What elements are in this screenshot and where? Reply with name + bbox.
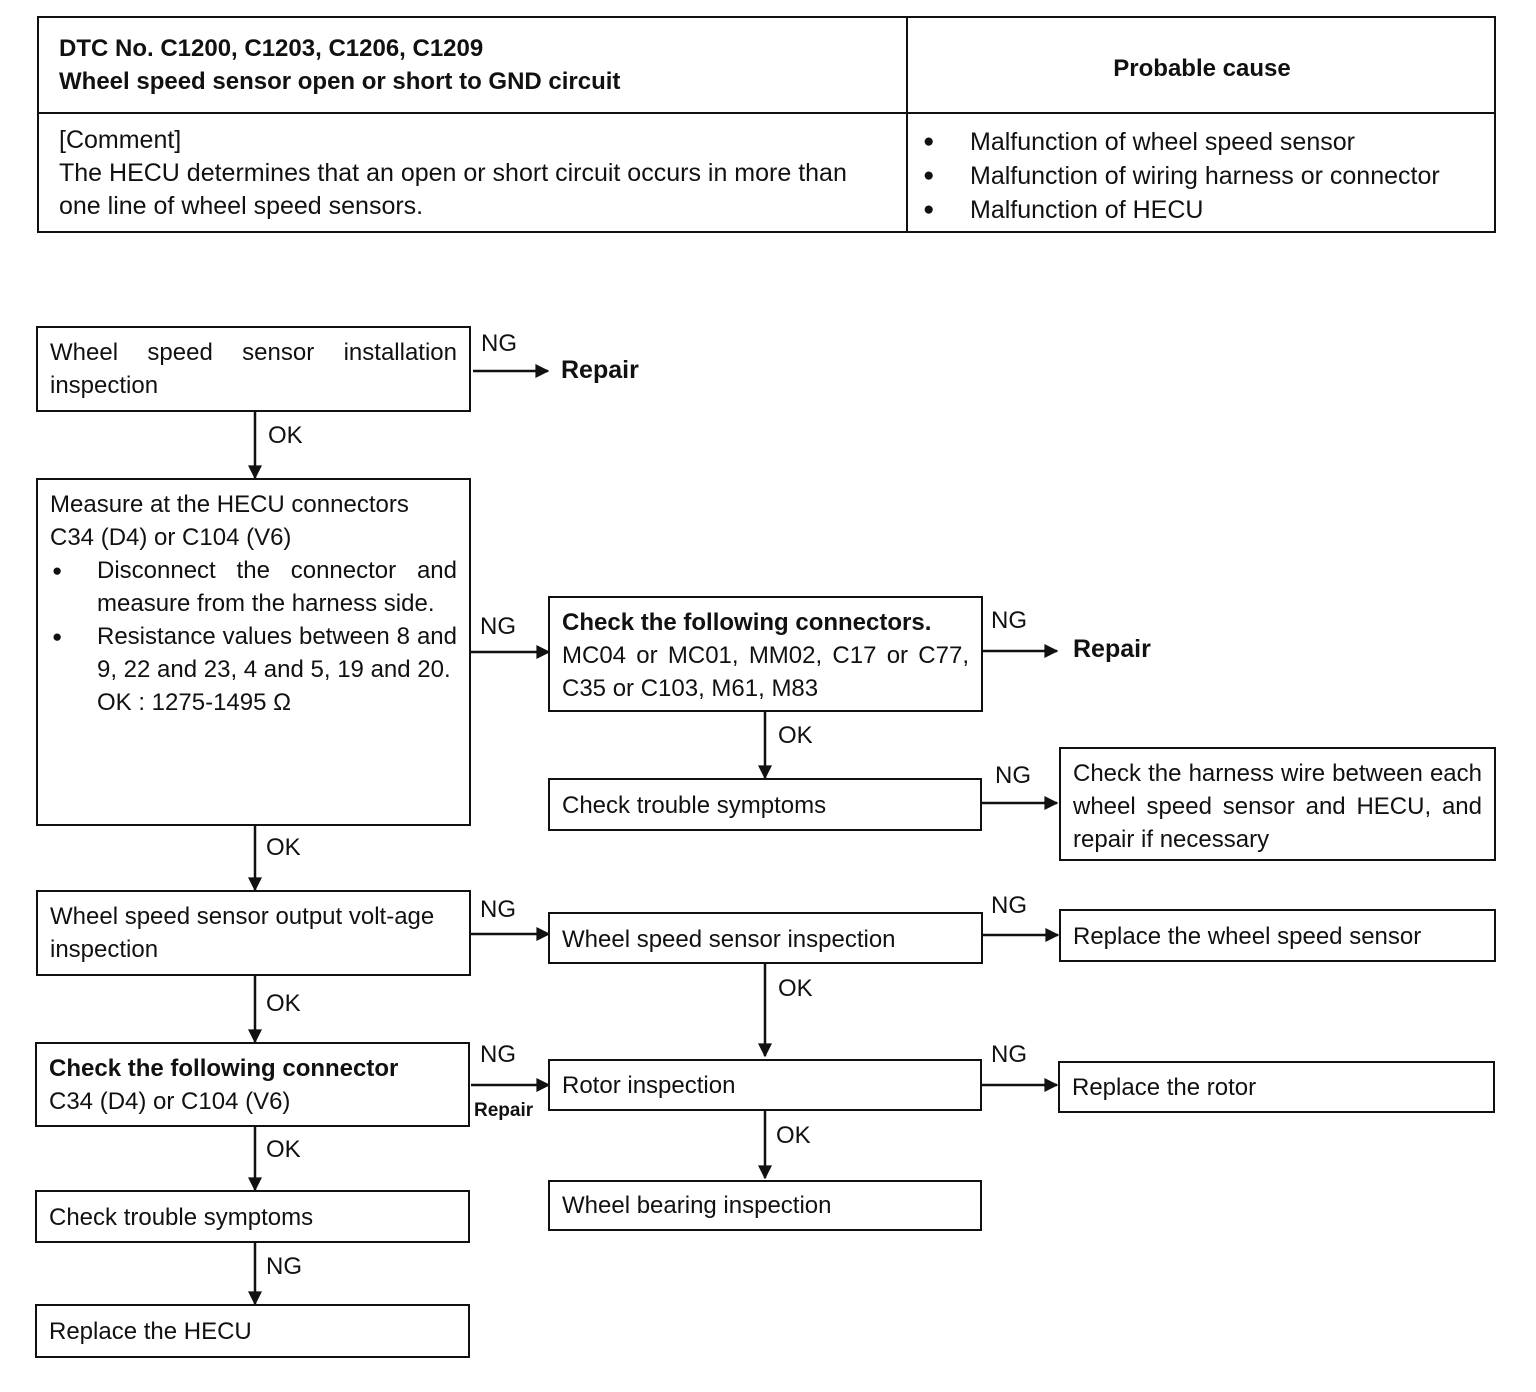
ng-label: NG xyxy=(991,892,1027,919)
ng-label: NG xyxy=(991,607,1027,634)
ok-label: OK xyxy=(266,1136,301,1163)
ng-label: NG xyxy=(266,1253,302,1280)
check-connector-title: Check the following connector xyxy=(49,1055,399,1082)
harness-text: Check the harness wire between each whee… xyxy=(1073,760,1482,853)
measure-title: Measure at the HECU connectors C34 (D4) … xyxy=(50,491,409,551)
table-divider-vertical xyxy=(906,18,908,231)
box-rotor-inspection: Rotor inspection xyxy=(548,1059,982,1111)
measure-ok-value: OK : 1275-1495 Ω xyxy=(97,689,292,716)
probable-cause-header: Probable cause xyxy=(1113,55,1291,82)
ng-label: NG xyxy=(480,1041,516,1068)
ng-label: NG xyxy=(481,330,517,357)
trouble-left-text: Check trouble symptoms xyxy=(49,1204,314,1231)
ng-label: NG xyxy=(995,762,1031,789)
rotor-inspection-text: Rotor inspection xyxy=(562,1072,736,1099)
cause-item: Malfunction of wiring harness or connect… xyxy=(923,159,1493,193)
box-replace-hecu: Replace the HECU xyxy=(35,1304,470,1358)
ok-label: OK xyxy=(266,990,301,1017)
install-text: Wheel speed sensor installation inspecti… xyxy=(50,339,457,399)
comment-text: The HECU determines that an open or shor… xyxy=(59,159,847,220)
box-replace-rotor: Replace the rotor xyxy=(1058,1061,1495,1113)
ng-label: NG xyxy=(480,896,516,923)
output-voltage-text: Wheel speed sensor output volt-age inspe… xyxy=(50,903,435,963)
replace-rotor-text: Replace the rotor xyxy=(1072,1074,1257,1101)
replace-wss-text: Replace the wheel speed sensor xyxy=(1073,923,1422,950)
box-trouble-mid: Check trouble symptoms xyxy=(548,778,982,831)
trouble-mid-text: Check trouble symptoms xyxy=(562,792,827,819)
ok-label: OK xyxy=(266,834,301,861)
box-trouble-left: Check trouble symptoms xyxy=(35,1190,470,1243)
cause-item: Malfunction of wheel speed sensor xyxy=(923,125,1493,159)
causes-list: Malfunction of wheel speed sensor Malfun… xyxy=(923,125,1493,227)
ng-label: NG xyxy=(480,613,516,640)
box-install-inspection: Wheel speed sensor installation inspecti… xyxy=(36,326,471,412)
box-wss-inspection: Wheel speed sensor inspection xyxy=(548,912,983,964)
cause-item: Malfunction of HECU xyxy=(923,193,1493,227)
wss-inspection-text: Wheel speed sensor inspection xyxy=(562,926,896,953)
measure-bullet: Disconnect the connector and measure fro… xyxy=(50,554,457,620)
box-harness-check: Check the harness wire between each whee… xyxy=(1059,747,1496,861)
causes-cell: Malfunction of wheel speed sensor Malfun… xyxy=(923,125,1493,227)
box-measure-hecu: Measure at the HECU connectors C34 (D4) … xyxy=(36,478,471,826)
comment-cell: [Comment] The HECU determines that an op… xyxy=(59,124,889,223)
dtc-title: DTC No. C1200, C1203, C1206, C1209 xyxy=(59,35,484,62)
box-bearing-inspection: Wheel bearing inspection xyxy=(548,1180,982,1231)
dtc-header: DTC No. C1200, C1203, C1206, C1209 Wheel… xyxy=(59,32,620,98)
dtc-table: DTC No. C1200, C1203, C1206, C1209 Wheel… xyxy=(37,16,1496,233)
repair-label-1: Repair xyxy=(561,356,639,384)
ok-label: OK xyxy=(778,975,813,1002)
ng-label: NG xyxy=(991,1041,1027,1068)
connectors-title: Check the following connectors. xyxy=(562,609,932,636)
bearing-inspection-text: Wheel bearing inspection xyxy=(562,1192,832,1219)
replace-hecu-text: Replace the HECU xyxy=(49,1318,252,1345)
ok-label: OK xyxy=(776,1122,811,1149)
box-check-connector: Check the following connector C34 (D4) o… xyxy=(35,1042,470,1127)
box-check-connectors: Check the following connectors. MC04 or … xyxy=(548,596,983,712)
table-divider-horizontal xyxy=(39,112,1494,114)
comment-label: [Comment] xyxy=(59,126,182,154)
ok-label: OK xyxy=(268,422,303,449)
repair-label-2: Repair xyxy=(1073,635,1151,663)
check-connector-text: C34 (D4) or C104 (V6) xyxy=(49,1088,291,1115)
box-output-voltage: Wheel speed sensor output volt-age inspe… xyxy=(36,890,471,976)
box-replace-wss: Replace the wheel speed sensor xyxy=(1059,909,1496,962)
dtc-subtitle: Wheel speed sensor open or short to GND … xyxy=(59,68,621,95)
repair-label-small: Repair xyxy=(474,1100,534,1121)
ok-label: OK xyxy=(778,722,813,749)
measure-bullet: Resistance values between 8 and 9, 22 an… xyxy=(50,620,457,686)
connectors-text: MC04 or MC01, MM02, C17 or C77, C35 or C… xyxy=(562,642,969,702)
measure-list: Disconnect the connector and measure fro… xyxy=(50,554,457,686)
